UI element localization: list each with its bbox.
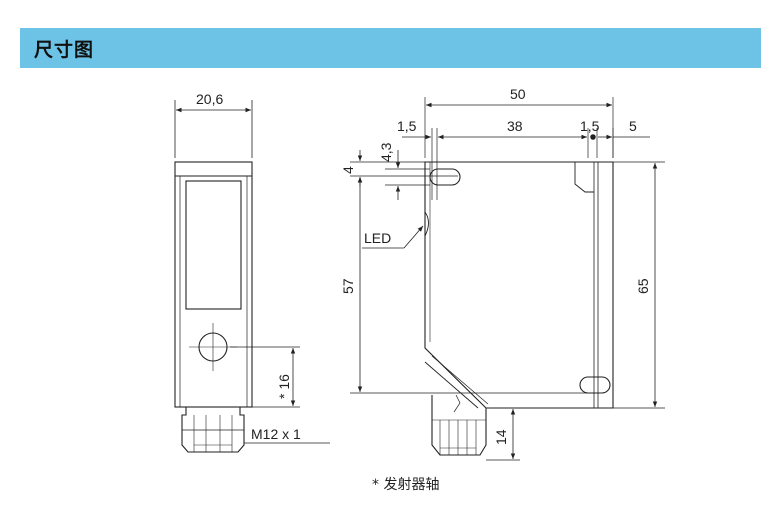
front-connector: [181, 407, 245, 453]
left-offset-label: 1,5: [397, 118, 417, 134]
optical-window: [185, 180, 242, 310]
axis-distance-label: * 16: [276, 374, 292, 399]
footnote: * 发射器轴: [372, 477, 440, 493]
header-bar: 尺寸图: [20, 28, 761, 68]
mounting-hole-top: [429, 168, 461, 186]
right-offset-label: 1,5: [580, 118, 600, 134]
right-margin-label: 5: [629, 118, 637, 134]
total-height-label: 65: [635, 278, 651, 294]
hole-spacing-label: 38: [507, 118, 523, 134]
hole-spacing-vertical-label: 57: [340, 278, 356, 294]
front-width-label: 20,6: [196, 91, 223, 107]
front-view: [174, 100, 330, 453]
mounting-hole-bottom: [579, 376, 611, 394]
side-connector: [431, 395, 487, 456]
front-housing-outline: [174, 161, 253, 408]
side-housing-outline: [424, 161, 614, 409]
side-view: [350, 97, 665, 461]
thread-label: M12 x 1: [251, 426, 301, 442]
total-width-label: 50: [510, 86, 526, 102]
hole-vertical-label: 4,3: [378, 142, 394, 162]
page-title: 尺寸图: [34, 39, 95, 61]
connector-length-label: 14: [493, 429, 509, 445]
hole-top-label: 4: [340, 166, 356, 174]
led-label: LED: [364, 230, 391, 246]
